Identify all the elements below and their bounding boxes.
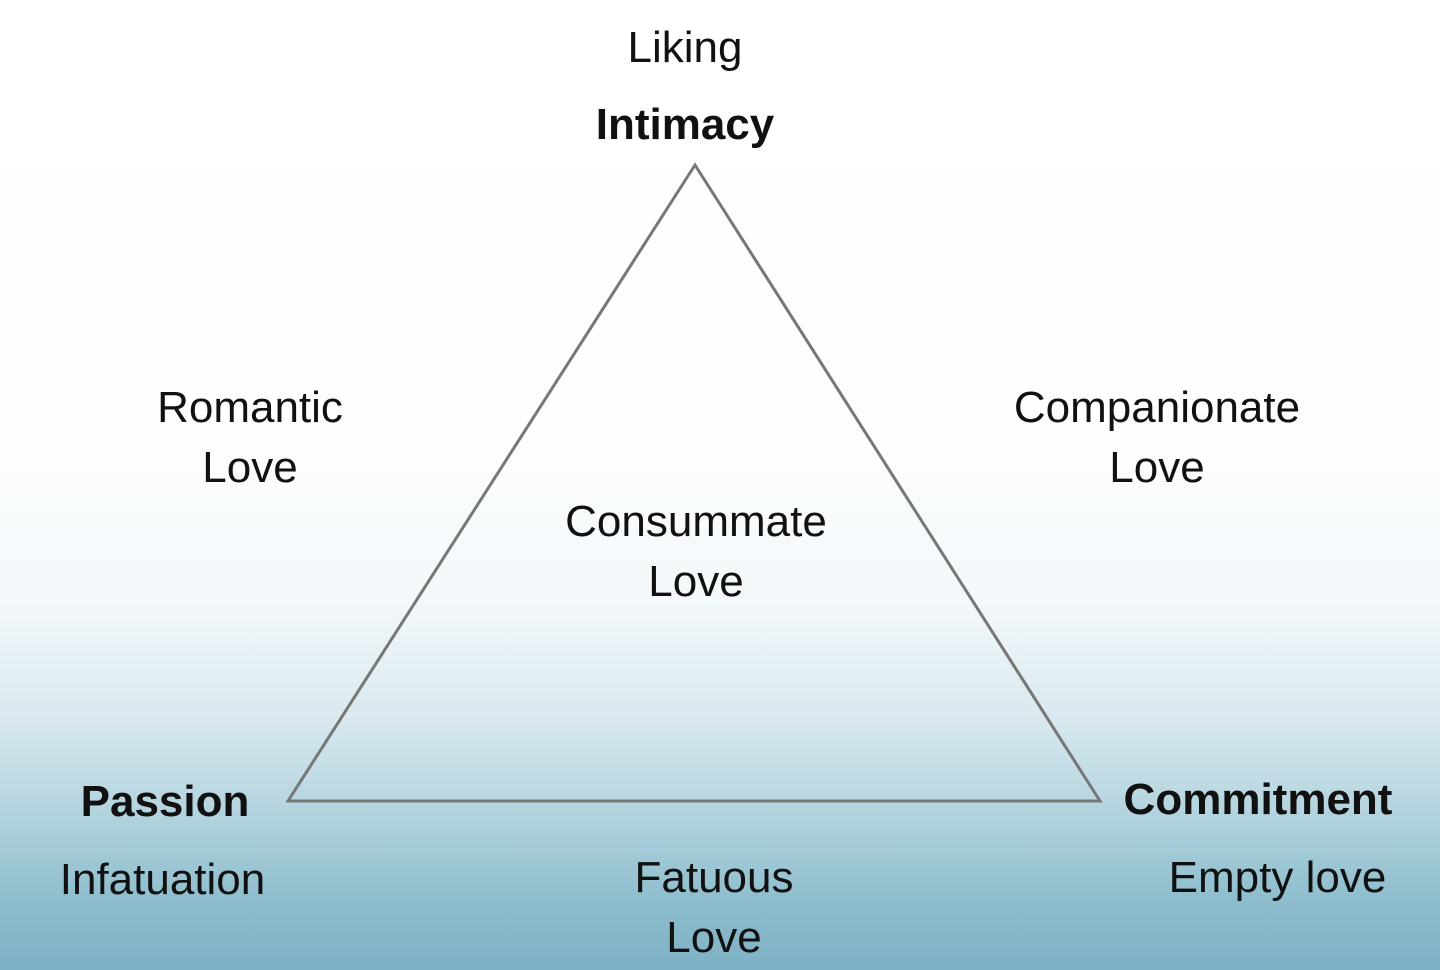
consummate-love-line-2: Love — [648, 557, 744, 606]
romantic-love-line-2: Love — [202, 443, 298, 492]
consummate-love-line-1: Consummate — [565, 497, 827, 546]
fatuous-love-line-1: Fatuous — [634, 853, 794, 902]
triangle-outline — [285, 162, 1103, 803]
intimacy-label: Intimacy — [595, 100, 775, 149]
infatuation-label: Infatuation — [59, 855, 266, 904]
liking-label: Liking — [627, 23, 743, 72]
fatuous-love-line-2: Love — [666, 913, 762, 962]
commitment-label: Commitment — [1123, 775, 1393, 824]
companionate-love-line-2: Love — [1109, 443, 1205, 492]
passion-label: Passion — [80, 777, 250, 826]
romantic-love-line-1: Romantic — [157, 383, 343, 432]
empty-love-label: Empty love — [1168, 853, 1387, 902]
romantic-love-label: Romantic Love — [110, 378, 390, 498]
companionate-love-line-1: Companionate — [1013, 383, 1301, 432]
consummate-love-label: Consummate Love — [536, 492, 856, 612]
companionate-love-label: Companionate Love — [977, 378, 1337, 498]
fatuous-love-label: Fatuous Love — [594, 848, 834, 968]
